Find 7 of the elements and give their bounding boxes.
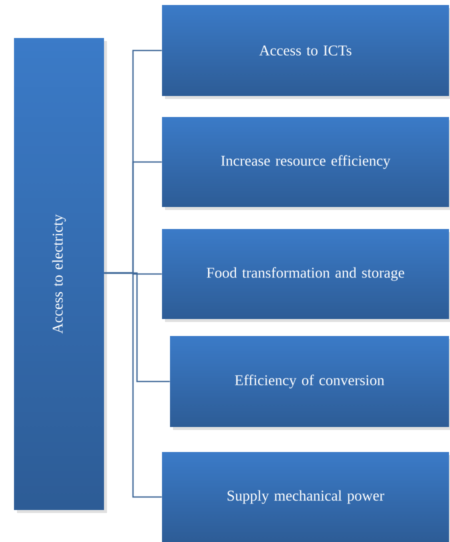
item-box: Food transformation and storage — [162, 229, 450, 322]
connector — [104, 272, 162, 498]
item-box: Increase resource efficiency — [162, 117, 450, 210]
category-box: Access to electricty — [14, 38, 107, 513]
item-box: Access to ICTs — [162, 5, 450, 99]
item-box: Efficiency of conversion — [170, 336, 450, 430]
item-box: Supply mechanical power — [162, 452, 450, 542]
